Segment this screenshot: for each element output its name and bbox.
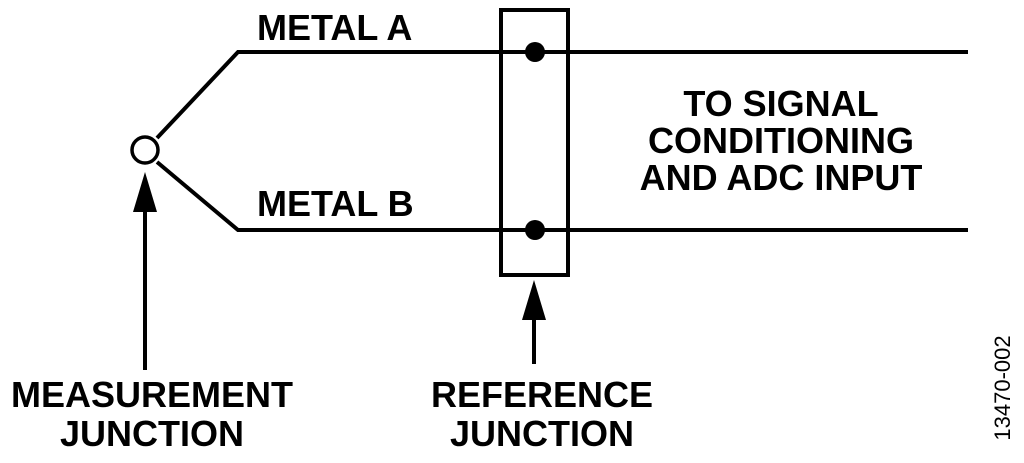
output-label-line3: AND ADC INPUT [640,157,923,198]
reference-junction-block [499,8,570,277]
reference-junction-dot-b [525,220,545,240]
output-label-line1: TO SIGNAL [683,83,878,124]
output-label-line2: CONDITIONING [648,120,914,161]
metal-a-wire [155,50,968,140]
metal-b-wire [155,160,968,232]
reference-junction-label: REFERENCE JUNCTION [431,374,653,454]
reference-label-line2: JUNCTION [450,413,634,454]
measurement-junction-label: MEASUREMENT JUNCTION [11,374,293,454]
measurement-arrow [133,172,157,370]
metal-a-label: METAL A [257,7,412,48]
figure-id: 13470-002 [990,335,1015,440]
measurement-label-line2: JUNCTION [60,413,244,454]
reference-junction-dot-a [525,42,545,62]
measurement-junction-circle [130,135,160,165]
reference-arrow [522,280,546,364]
measurement-label-line1: MEASUREMENT [11,374,293,415]
reference-label-line1: REFERENCE [431,374,653,415]
output-label: TO SIGNAL CONDITIONING AND ADC INPUT [640,83,923,198]
metal-b-label: METAL B [257,183,414,224]
